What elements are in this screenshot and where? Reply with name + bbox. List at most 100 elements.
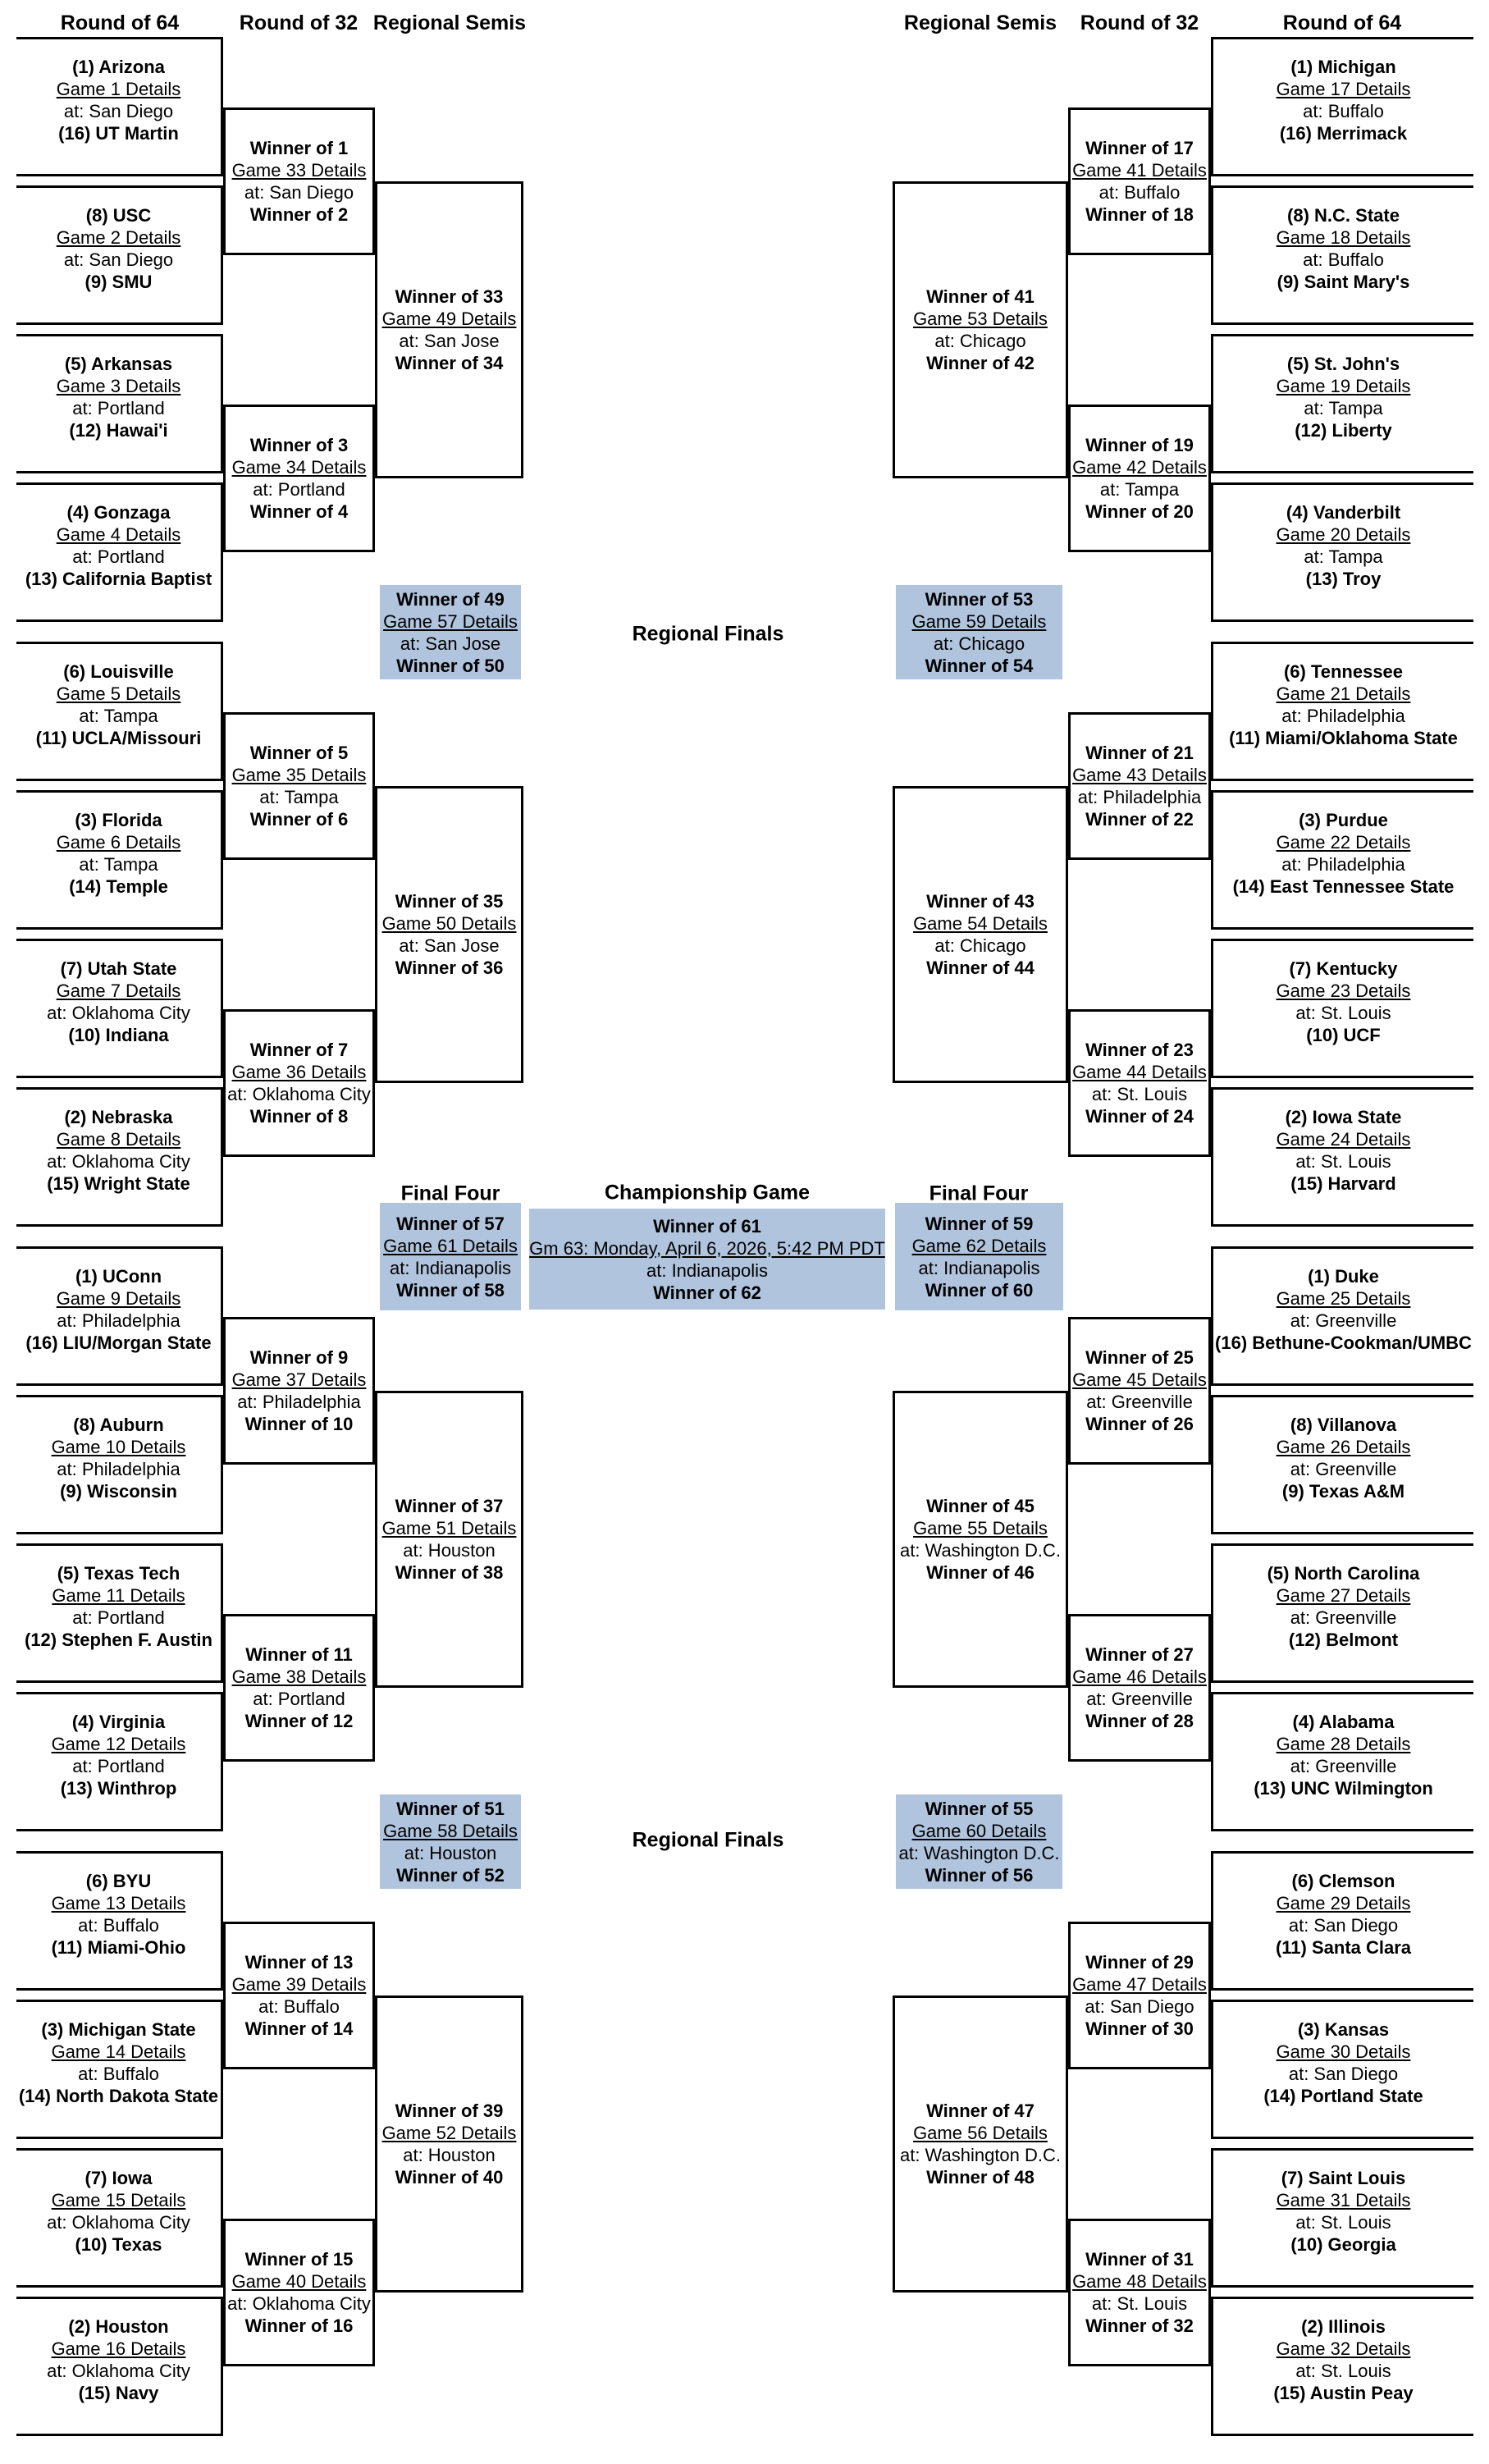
- game-35-details-link[interactable]: Game 35 Details: [231, 764, 367, 785]
- game-box-51: Winner of 37 Game 51 Details at: Houston…: [375, 1390, 523, 1688]
- game-venue: at: Oklahoma City: [47, 1151, 190, 1172]
- game-22-details-link[interactable]: Game 22 Details: [1276, 832, 1411, 853]
- game-58-details-link[interactable]: Game 58 Details: [383, 1820, 518, 1841]
- game-48-details-link[interactable]: Game 48 Details: [1072, 2270, 1207, 2292]
- game-box-25: (1) Duke Game 25 Details at: Greenville …: [1211, 1246, 1473, 1386]
- team-bottom: (14) North Dakota State: [18, 2086, 219, 2106]
- team-top: Winner of 5: [249, 742, 349, 763]
- game-33-details-link[interactable]: Game 33 Details: [231, 159, 367, 181]
- game-36-details-link[interactable]: Game 36 Details: [231, 1061, 367, 1082]
- game-box-36: Winner of 7 Game 36 Details at: Oklahoma…: [223, 1008, 375, 1157]
- game-62-details-link[interactable]: Game 62 Details: [911, 1235, 1047, 1256]
- game-box-20: (4) Vanderbilt Game 20 Details at: Tampa…: [1211, 482, 1473, 622]
- game-3-details-link[interactable]: Game 3 Details: [56, 376, 181, 396]
- game-56-details-link[interactable]: Game 56 Details: [913, 2122, 1048, 2143]
- team-bottom: Winner of 52: [396, 1864, 505, 1886]
- game-38-details-link[interactable]: Game 38 Details: [231, 1666, 367, 1687]
- game-23-details-link[interactable]: Game 23 Details: [1276, 981, 1411, 1001]
- team-top: Winner of 3: [249, 434, 349, 455]
- game-39-details-link[interactable]: Game 39 Details: [231, 1973, 367, 1995]
- game-50-details-link[interactable]: Game 50 Details: [381, 912, 517, 934]
- team-top: (8) Auburn: [73, 1415, 164, 1435]
- game-59-details-link[interactable]: Game 59 Details: [911, 610, 1047, 632]
- game-venue: at: Houston: [404, 1842, 497, 1863]
- game-61-details-link[interactable]: Game 61 Details: [383, 1235, 518, 1256]
- game-47-details-link[interactable]: Game 47 Details: [1072, 1973, 1207, 1995]
- game-17-details-link[interactable]: Game 17 Details: [1276, 79, 1411, 99]
- team-bottom: Winner of 34: [395, 352, 504, 373]
- game-26-details-link[interactable]: Game 26 Details: [1276, 1437, 1411, 1457]
- game-venue: at: Greenville: [1290, 1459, 1397, 1479]
- team-top: (4) Gonzaga: [66, 502, 171, 523]
- game-34-details-link[interactable]: Game 34 Details: [231, 456, 367, 478]
- team-top: (2) Illinois: [1301, 2316, 1386, 2337]
- game-53-details-link[interactable]: Game 53 Details: [913, 308, 1048, 329]
- game-4-details-link[interactable]: Game 4 Details: [56, 524, 181, 545]
- game-54-details-link[interactable]: Game 54 Details: [913, 912, 1048, 934]
- game-49-details-link[interactable]: Game 49 Details: [381, 308, 517, 329]
- game-43-details-link[interactable]: Game 43 Details: [1072, 764, 1207, 785]
- game-55-details-link[interactable]: Game 55 Details: [913, 1517, 1048, 1538]
- game-18-details-link[interactable]: Game 18 Details: [1276, 227, 1411, 248]
- game-7-details-link[interactable]: Game 7 Details: [56, 981, 181, 1001]
- game-31-details-link[interactable]: Game 31 Details: [1276, 2190, 1411, 2210]
- game-venue: at: St. Louis: [1295, 1151, 1391, 1172]
- game-42-details-link[interactable]: Game 42 Details: [1072, 456, 1207, 478]
- game-37-details-link[interactable]: Game 37 Details: [231, 1369, 367, 1390]
- game-63-details-link[interactable]: Gm 63: Monday, April 6, 2026, 5:42 PM PD…: [529, 1237, 885, 1259]
- label-regional-finals-top: Regional Finals: [632, 622, 784, 646]
- game-19-details-link[interactable]: Game 19 Details: [1276, 376, 1411, 396]
- game-24-details-link[interactable]: Game 24 Details: [1276, 1129, 1411, 1150]
- team-bottom: Winner of 22: [1085, 808, 1194, 830]
- game-10-details-link[interactable]: Game 10 Details: [51, 1437, 186, 1457]
- game-2-details-link[interactable]: Game 2 Details: [56, 227, 181, 248]
- game-46-details-link[interactable]: Game 46 Details: [1072, 1666, 1207, 1687]
- game-60-details-link[interactable]: Game 60 Details: [911, 1820, 1047, 1841]
- game-5-details-link[interactable]: Game 5 Details: [56, 683, 181, 704]
- game-box-12: (4) Virginia Game 12 Details at: Portlan…: [16, 1692, 223, 1831]
- game-16-details-link[interactable]: Game 16 Details: [51, 2338, 186, 2359]
- game-27-details-link[interactable]: Game 27 Details: [1276, 1585, 1411, 1606]
- game-57-details-link[interactable]: Game 57 Details: [383, 610, 518, 632]
- game-32-details-link[interactable]: Game 32 Details: [1276, 2338, 1411, 2359]
- label-final-four-left: Final Four: [400, 1182, 500, 1205]
- game-box-59: Winner of 53 Game 59 Details at: Chicago…: [896, 585, 1062, 679]
- team-bottom: (9) Texas A&M: [1281, 1481, 1405, 1502]
- game-25-details-link[interactable]: Game 25 Details: [1276, 1288, 1411, 1309]
- game-30-details-link[interactable]: Game 30 Details: [1276, 2041, 1411, 2062]
- game-venue: at: San Jose: [399, 330, 500, 351]
- game-9-details-link[interactable]: Game 9 Details: [56, 1288, 181, 1309]
- game-12-details-link[interactable]: Game 12 Details: [51, 1734, 186, 1754]
- game-29-details-link[interactable]: Game 29 Details: [1276, 1893, 1411, 1913]
- game-41-details-link[interactable]: Game 41 Details: [1072, 159, 1207, 181]
- game-box-43: Winner of 21 Game 43 Details at: Philade…: [1068, 711, 1211, 860]
- game-1-details-link[interactable]: Game 1 Details: [56, 79, 181, 99]
- game-51-details-link[interactable]: Game 51 Details: [381, 1517, 517, 1538]
- team-bottom: (14) Temple: [69, 876, 168, 897]
- game-13-details-link[interactable]: Game 13 Details: [51, 1893, 186, 1913]
- game-6-details-link[interactable]: Game 6 Details: [56, 832, 181, 853]
- game-11-details-link[interactable]: Game 11 Details: [52, 1585, 185, 1606]
- game-20-details-link[interactable]: Game 20 Details: [1276, 524, 1411, 545]
- team-bottom: (15) Harvard: [1290, 1173, 1396, 1194]
- game-14-details-link[interactable]: Game 14 Details: [51, 2041, 186, 2062]
- team-top: Winner of 57: [396, 1213, 505, 1234]
- team-top: Winner of 39: [395, 2100, 504, 2121]
- game-venue: at: Tampa: [79, 706, 158, 726]
- game-15-details-link[interactable]: Game 15 Details: [51, 2190, 186, 2210]
- game-44-details-link[interactable]: Game 44 Details: [1072, 1061, 1207, 1082]
- game-21-details-link[interactable]: Game 21 Details: [1276, 683, 1411, 704]
- game-8-details-link[interactable]: Game 8 Details: [56, 1129, 181, 1150]
- team-bottom: Winner of 54: [925, 655, 1034, 676]
- game-52-details-link[interactable]: Game 52 Details: [381, 2122, 517, 2143]
- team-top: (1) Michigan: [1290, 57, 1396, 77]
- game-45-details-link[interactable]: Game 45 Details: [1072, 1369, 1207, 1390]
- game-28-details-link[interactable]: Game 28 Details: [1276, 1734, 1411, 1754]
- game-venue: at: Portland: [72, 1607, 165, 1628]
- team-top: Winner of 53: [925, 588, 1034, 610]
- game-box-13: (6) BYU Game 13 Details at: Buffalo (11)…: [16, 1851, 223, 1991]
- team-bottom: (11) UCLA/Missouri: [35, 728, 202, 748]
- game-40-details-link[interactable]: Game 40 Details: [231, 2270, 367, 2292]
- game-venue: at: Greenville: [1290, 1310, 1397, 1331]
- game-box-5: (6) Louisville Game 5 Details at: Tampa …: [16, 642, 223, 781]
